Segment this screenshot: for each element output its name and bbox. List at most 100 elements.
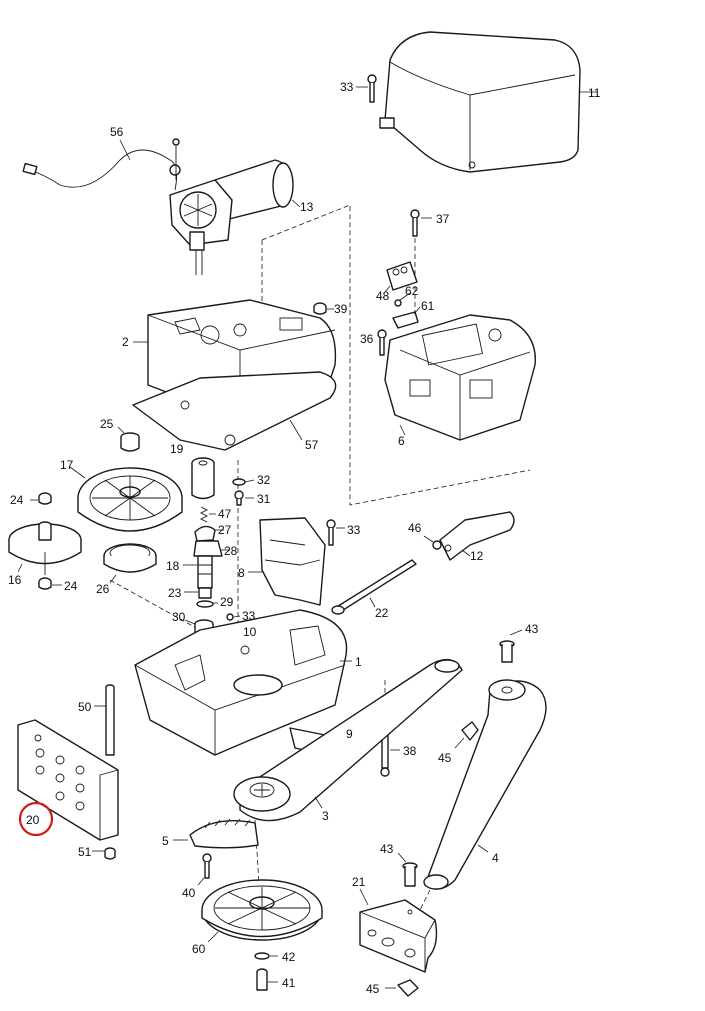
- label-60: 60: [192, 942, 206, 956]
- part-28-shaft-head: [193, 540, 230, 557]
- label-37: 37: [436, 212, 450, 226]
- part-47-spring: [199, 506, 216, 523]
- label-26: 26: [96, 582, 110, 596]
- label-62: 62: [405, 284, 419, 298]
- label-19: 19: [170, 442, 184, 456]
- label-39: 39: [334, 302, 348, 316]
- part-32-washer: [232, 478, 255, 486]
- label-30: 30: [172, 610, 186, 624]
- part-50-bolt: [94, 684, 115, 756]
- label-61: 61: [421, 299, 435, 313]
- part-51-nut: [92, 847, 116, 860]
- label-23: 23: [168, 586, 182, 600]
- part-29-clip: [196, 600, 218, 608]
- label-38: 38: [403, 744, 417, 758]
- part-37-screw: [410, 209, 432, 237]
- label-16: 16: [8, 573, 22, 587]
- label-50: 50: [78, 700, 92, 714]
- label-25: 25: [100, 417, 114, 431]
- part-56-cable: [22, 139, 181, 191]
- label-10: 10: [243, 625, 257, 639]
- part-8-bracket: [248, 517, 326, 606]
- part-21-end-bracket: [359, 888, 438, 973]
- part-13-motor: [169, 138, 301, 275]
- label-1: 1: [355, 655, 362, 669]
- part-11-cover: [379, 31, 598, 173]
- label-11: 11: [588, 86, 601, 100]
- label-27: 27: [218, 523, 232, 537]
- part-61-bracket: [392, 306, 421, 329]
- part-43-pin-upper: [499, 629, 523, 663]
- label-3: 3: [322, 809, 329, 823]
- part-36-screw: [377, 329, 387, 356]
- part-46-nut: [423, 535, 442, 550]
- label-17: 17: [60, 458, 74, 472]
- label-40: 40: [182, 886, 196, 900]
- label-5: 5: [162, 834, 169, 848]
- label-29: 29: [220, 595, 234, 609]
- part-41-screw: [256, 968, 278, 991]
- part-5-cam-segment: [173, 818, 259, 849]
- part-4-upper-arm: [423, 679, 547, 890]
- part-1-base-housing: [134, 609, 352, 756]
- part-22-rod: [331, 559, 417, 615]
- label-51: 51: [78, 845, 92, 859]
- label-2: 2: [122, 335, 129, 349]
- label-47: 47: [218, 507, 232, 521]
- part-45-clip-lower: [385, 979, 419, 997]
- part-43-pin-lower: [397, 852, 418, 887]
- highlight-circle: [18, 801, 54, 837]
- part-3-lower-arm: [233, 658, 463, 822]
- label-36: 36: [360, 332, 374, 346]
- label-4: 4: [492, 851, 499, 865]
- part-33-screw-top: [356, 74, 377, 103]
- label-42: 42: [282, 950, 296, 964]
- part-26-ring: [103, 543, 157, 584]
- label-20: 20: [26, 813, 40, 827]
- part-33-screw-low: [226, 613, 241, 621]
- label-33-top: 33: [340, 80, 354, 94]
- label-24-top: 24: [10, 493, 24, 507]
- part-6-control-box: [384, 314, 536, 441]
- label-45-lower: 45: [366, 982, 380, 996]
- part-57-gasket: [132, 371, 337, 451]
- part-40-screw: [197, 853, 212, 886]
- part-25-bushing: [117, 426, 140, 452]
- label-12: 12: [470, 549, 484, 563]
- part-39-nut: [313, 302, 334, 315]
- part-24-washer-top: [30, 492, 52, 505]
- part-60-disc: [201, 879, 323, 943]
- part-24-washer-bottom: [38, 577, 62, 590]
- part-12-lever: [439, 511, 515, 561]
- label-32: 32: [257, 473, 271, 487]
- part-16-small-gear: [8, 521, 82, 575]
- label-33-mid: 33: [347, 523, 361, 537]
- label-24-bottom: 24: [64, 579, 78, 593]
- label-21: 21: [352, 875, 366, 889]
- part-33-screw-mid: [326, 519, 345, 546]
- label-6: 6: [398, 434, 405, 448]
- label-46: 46: [408, 521, 422, 535]
- part-20-mounting-plate: [17, 719, 119, 841]
- label-45-upper: 45: [438, 751, 452, 765]
- label-48: 48: [376, 289, 390, 303]
- label-28: 28: [224, 544, 238, 558]
- label-8: 8: [238, 566, 245, 580]
- part-42-washer: [254, 952, 278, 960]
- label-9: 9: [346, 727, 353, 741]
- label-13: 13: [300, 200, 314, 214]
- part-48-terminal-block: [384, 261, 418, 293]
- part-23-pin: [184, 587, 212, 599]
- callout-labels: 1 2 3 4 5 6 8 9 10 11 12 13 16 17 18 19 …: [8, 80, 601, 996]
- label-43-lower: 43: [380, 842, 394, 856]
- label-22: 22: [375, 606, 389, 620]
- label-18: 18: [166, 559, 180, 573]
- part-27-cam: [194, 525, 224, 542]
- label-41: 41: [282, 976, 296, 990]
- part-45-clip-upper: [454, 721, 479, 749]
- label-57: 57: [305, 438, 319, 452]
- part-18-shaft: [183, 555, 213, 589]
- part-19-spacer: [191, 457, 215, 500]
